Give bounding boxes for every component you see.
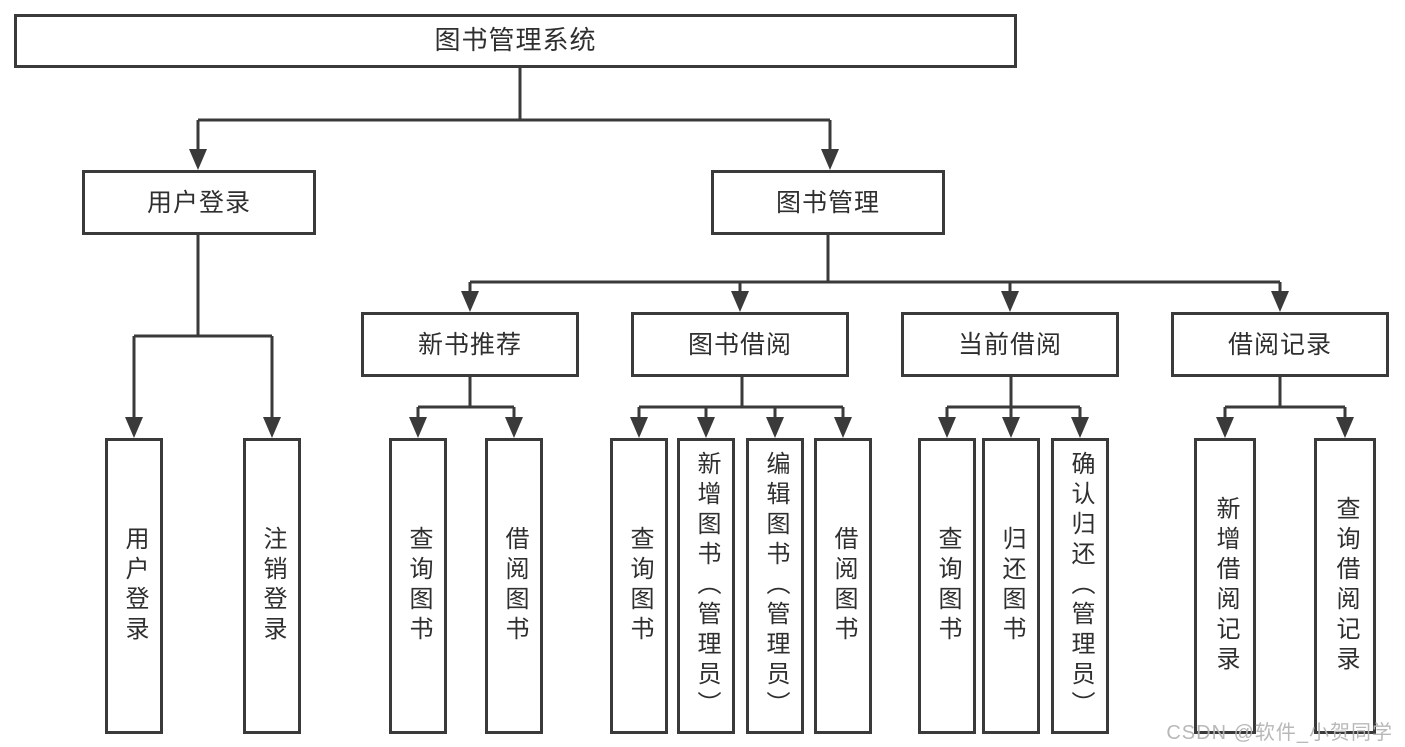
- arrowhead: [125, 417, 143, 438]
- arrowhead: [263, 417, 281, 438]
- arrowhead: [697, 417, 715, 438]
- node-user-login-label: 用户登录: [146, 188, 251, 217]
- leaf-label: 确认归还（管理员）: [1067, 451, 1094, 721]
- connector-root-to-level2: [189, 68, 839, 170]
- arrowhead: [1271, 291, 1289, 312]
- leaf-label: 用户登录: [121, 526, 148, 646]
- leaf-query-book-1: 查询图书: [389, 438, 447, 734]
- leaf-borrow-book-1: 借阅图书: [485, 438, 543, 734]
- arrowhead: [1071, 417, 1089, 438]
- leaf-return-book: 归还图书: [982, 438, 1040, 734]
- node-root-label: 图书管理系统: [434, 25, 597, 56]
- connector-current-borrow-to-leaves: [938, 377, 1089, 438]
- leaf-label: 查询图书: [626, 526, 653, 646]
- arrowhead: [630, 417, 648, 438]
- arrowhead: [821, 149, 839, 170]
- leaf-query-borrow-record: 查询借阅记录: [1314, 438, 1376, 734]
- arrowhead: [1216, 417, 1234, 438]
- arrowhead: [834, 417, 852, 438]
- connector-new-book-to-leaves: [409, 377, 523, 438]
- leaf-label: 注销登录: [259, 526, 286, 646]
- arrowhead: [766, 417, 784, 438]
- leaf-label: 归还图书: [998, 526, 1025, 646]
- leaf-borrow-book-2: 借阅图书: [814, 438, 872, 734]
- node-book-management: 图书管理: [711, 170, 945, 235]
- leaf-label: 新增借阅记录: [1212, 496, 1239, 676]
- connector-borrow-record-to-leaves: [1216, 377, 1354, 438]
- leaf-label: 查询图书: [405, 526, 432, 646]
- arrowhead: [731, 291, 749, 312]
- leaf-label: 查询图书: [934, 526, 961, 646]
- node-borrow-record-label: 借阅记录: [1227, 330, 1332, 359]
- leaf-logout: 注销登录: [243, 438, 301, 734]
- leaf-add-borrow-record: 新增借阅记录: [1194, 438, 1256, 734]
- leaf-label: 借阅图书: [501, 526, 528, 646]
- connector-book-borrow-to-leaves: [630, 377, 852, 438]
- leaf-edit-book-admin: 编辑图书（管理员）: [746, 438, 804, 734]
- leaf-user-login: 用户登录: [105, 438, 163, 734]
- leaf-query-book-3: 查询图书: [918, 438, 976, 734]
- node-current-borrow: 当前借阅: [901, 312, 1119, 377]
- connector-user-login-to-leaves: [125, 235, 281, 438]
- arrowhead: [189, 149, 207, 170]
- leaf-label: 查询借阅记录: [1332, 496, 1359, 676]
- node-root: 图书管理系统: [14, 14, 1017, 68]
- leaf-add-book-admin: 新增图书（管理员）: [677, 438, 735, 734]
- node-current-borrow-label: 当前借阅: [957, 330, 1062, 359]
- node-new-book-recommend: 新书推荐: [361, 312, 579, 377]
- arrowhead: [1001, 291, 1019, 312]
- node-book-borrow-label: 图书借阅: [687, 330, 792, 359]
- arrowhead: [505, 417, 523, 438]
- node-book-borrow: 图书借阅: [631, 312, 849, 377]
- arrowhead: [409, 417, 427, 438]
- leaf-label: 新增图书（管理员）: [693, 451, 720, 721]
- node-borrow-record: 借阅记录: [1171, 312, 1389, 377]
- connector-book-management-to-level3: [461, 235, 1289, 312]
- leaf-query-book-2: 查询图书: [610, 438, 668, 734]
- node-new-book-recommend-label: 新书推荐: [417, 330, 522, 359]
- leaf-confirm-return-admin: 确认归还（管理员）: [1051, 438, 1109, 734]
- arrowhead: [1336, 417, 1354, 438]
- node-book-management-label: 图书管理: [775, 188, 880, 217]
- node-user-login: 用户登录: [82, 170, 316, 235]
- leaf-label: 借阅图书: [830, 526, 857, 646]
- arrowhead: [461, 291, 479, 312]
- arrowhead: [938, 417, 956, 438]
- leaf-label: 编辑图书（管理员）: [762, 451, 789, 721]
- arrowhead: [1002, 417, 1020, 438]
